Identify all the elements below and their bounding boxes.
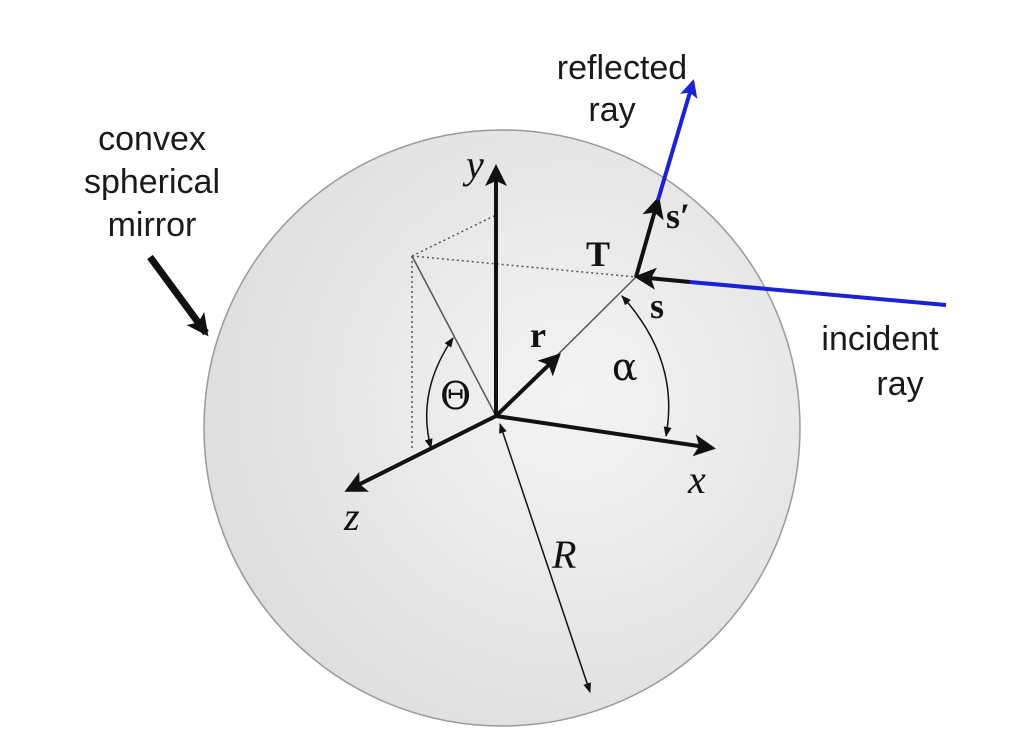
incident-label-line2: ray — [876, 365, 923, 403]
z-axis — [344, 414, 497, 492]
reflected-vector-s-prime — [634, 196, 664, 278]
construction-lines — [411, 214, 637, 450]
mirror-pointer-arrow — [147, 254, 209, 337]
incident-vector-label: s — [650, 286, 664, 326]
incident-ray — [689, 280, 947, 307]
theta-angle-arc — [424, 337, 454, 449]
incident-ray-label: incident ray — [821, 320, 939, 403]
incident-label-line1: incident — [821, 320, 939, 358]
alpha-label: α — [612, 345, 638, 389]
y-axis-label: y — [462, 142, 484, 187]
radius-arrow — [499, 423, 591, 693]
incident-vector-s — [634, 267, 691, 290]
x-axis-label: x — [687, 457, 706, 502]
radius-label: R — [551, 532, 576, 577]
reflected-label-line2: ray — [588, 91, 635, 129]
mirror-label-line3: mirror — [108, 206, 197, 244]
projection-line — [411, 255, 497, 417]
mirror-label: convex spherical mirror — [84, 120, 220, 244]
position-vector-r — [494, 353, 561, 418]
x-axis — [495, 414, 716, 457]
z-axis-label: z — [343, 494, 360, 539]
theta-label: Θ — [440, 374, 471, 418]
mirror-label-line1: convex — [98, 120, 206, 158]
alpha-angle-arc — [621, 295, 672, 437]
mirror-label-line2: spherical — [84, 163, 220, 201]
reflected-vector-label: s′ — [666, 196, 690, 236]
reflected-ray — [656, 79, 698, 201]
reflected-label-line1: reflected — [557, 49, 687, 87]
tangent-label: T — [586, 234, 610, 274]
position-vector-label: r — [530, 315, 546, 355]
reflected-ray-label: reflected ray — [557, 49, 687, 129]
